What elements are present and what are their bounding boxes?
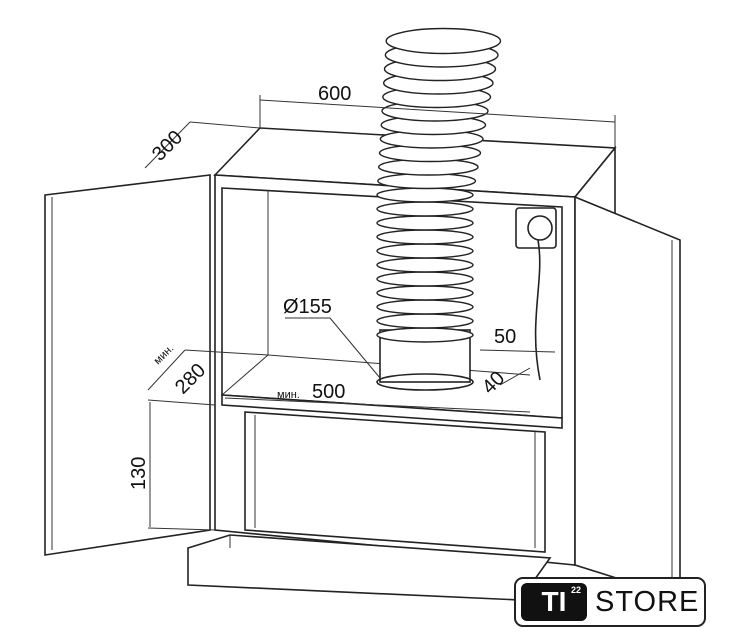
shelf	[221, 394, 563, 429]
duct-ring	[376, 285, 474, 301]
hood-panel	[244, 411, 546, 553]
power-cable	[534, 239, 541, 381]
duct-ring	[385, 27, 502, 55]
logo-mark-text: TI	[541, 586, 567, 617]
logo-text: STORE	[595, 585, 700, 618]
dim-width-600: 600	[318, 83, 351, 105]
dim-height-130: 130	[128, 457, 150, 490]
duct-ring	[376, 229, 474, 245]
duct-ring	[376, 215, 474, 231]
duct-ring	[376, 299, 474, 315]
left-door	[44, 174, 211, 556]
duct-ring	[376, 327, 474, 343]
store-logo: TI 22 STORE	[514, 577, 706, 627]
power-socket	[515, 207, 557, 249]
logo-superscript: 22	[570, 585, 581, 595]
dim-socket-offset: 50	[494, 326, 516, 348]
duct-ring	[376, 187, 474, 203]
logo-mark: TI 22	[521, 583, 587, 621]
duct-ring	[376, 201, 474, 217]
duct-ring	[376, 271, 474, 287]
right-door	[574, 195, 681, 600]
duct-ring	[377, 172, 477, 190]
duct-ring	[376, 257, 474, 273]
min-label-width: мин.	[277, 389, 300, 401]
dim-duct-diameter: Ø155	[283, 296, 332, 318]
dim-min-width: 500	[312, 381, 345, 403]
flexible-duct	[376, 27, 502, 391]
duct-ring	[376, 313, 474, 329]
duct-ring	[376, 243, 474, 259]
